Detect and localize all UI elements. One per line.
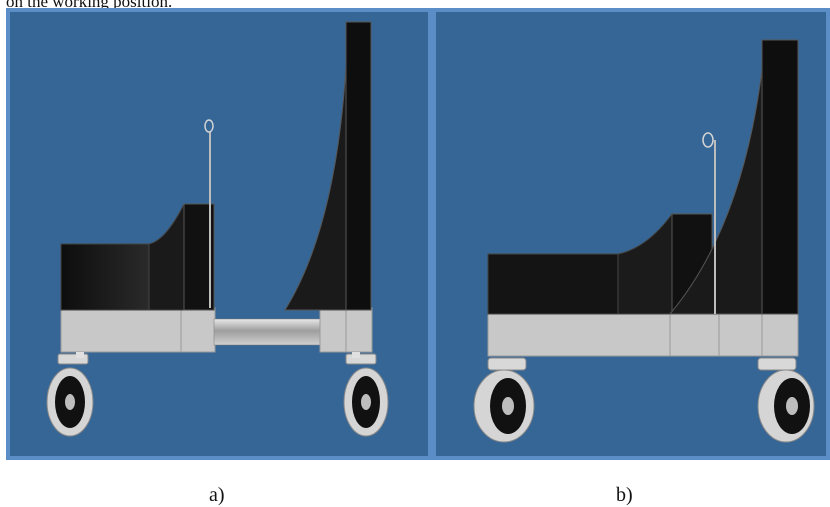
top-caption: on the working position. xyxy=(6,0,173,11)
connecting-tube xyxy=(213,318,325,346)
panel-a-label: a) xyxy=(209,484,225,506)
left-unit xyxy=(60,119,216,353)
hook-icon xyxy=(702,132,714,148)
right-column-unit xyxy=(284,21,373,353)
cart-assembled-figure xyxy=(432,8,830,460)
wheel-left xyxy=(46,352,94,437)
panel-b-label: b) xyxy=(616,484,633,506)
cart-disassembled-figure xyxy=(6,8,432,460)
panel-a xyxy=(6,8,432,460)
panel-b xyxy=(432,8,830,460)
wheel-right xyxy=(757,357,815,443)
wheel-left xyxy=(473,357,535,443)
wheel-right xyxy=(343,352,389,437)
assembled-cart-body xyxy=(487,39,799,357)
hook-icon xyxy=(204,119,214,133)
